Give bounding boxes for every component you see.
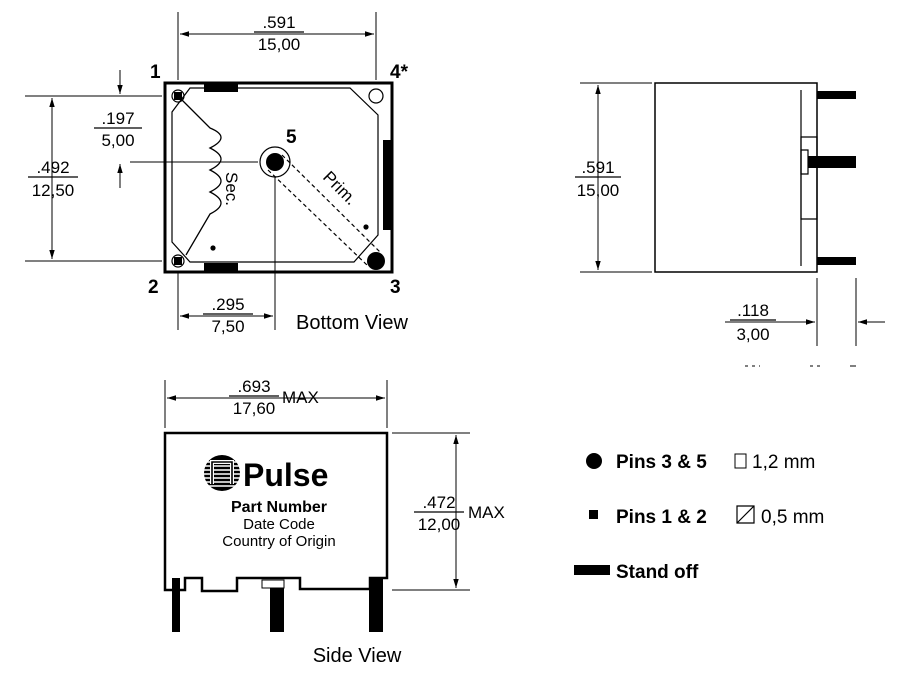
pin-1-label: 1 xyxy=(150,62,161,83)
primary-trace-a xyxy=(282,155,380,252)
side-width-max-label: MAX xyxy=(282,388,319,407)
end-view xyxy=(575,83,885,366)
legend-small-pins-size: 0,5 mm xyxy=(761,507,824,528)
small-pin-icon xyxy=(589,510,598,519)
legend-large-pins: Pins 3 & 5 xyxy=(616,452,707,473)
legend-standoff: Stand off xyxy=(616,562,699,583)
bottom-view-body xyxy=(165,83,392,272)
pin-2-outline xyxy=(172,255,184,267)
side-pin-left xyxy=(172,578,180,632)
primary-trace-b xyxy=(268,170,368,266)
pulse-logo-icon xyxy=(204,455,240,491)
primary-dot xyxy=(363,224,369,230)
part-number-text: Part Number xyxy=(231,499,327,516)
standoff-top xyxy=(204,83,238,92)
width-inch-label: .591 xyxy=(262,13,295,32)
end-view-body xyxy=(655,83,817,272)
secondary-dot xyxy=(210,245,216,251)
pin-5-label: 5 xyxy=(286,127,297,148)
pin-1-outline xyxy=(172,90,184,102)
legend-small-pins: Pins 1 & 2 xyxy=(616,507,707,528)
standoff-right xyxy=(383,140,392,230)
side-width-inch-label: .693 xyxy=(237,377,270,396)
end-pin-middle xyxy=(808,156,856,168)
brand-name: Pulse xyxy=(243,457,328,493)
pin-3-label: 3 xyxy=(390,277,401,298)
pin-2-label: 2 xyxy=(148,277,159,298)
side-view-title: Side View xyxy=(313,645,402,667)
inner-outline xyxy=(172,88,378,262)
offset-inch-label: .197 xyxy=(101,109,134,128)
side-width-mm-label: 17,60 xyxy=(233,399,276,418)
pin-5-dot xyxy=(266,153,284,171)
side-height-mm-label: 12,00 xyxy=(418,515,461,534)
side-view-body xyxy=(165,433,387,591)
pin-4-outline xyxy=(369,89,383,103)
width-mm-label: 15,00 xyxy=(258,35,301,54)
standoff-bottom xyxy=(204,263,238,272)
secondary-label: Sec. xyxy=(222,172,241,206)
bottom-view xyxy=(25,12,392,330)
side-pin-middle xyxy=(270,588,284,632)
bottom-view-title: Bottom View xyxy=(296,312,408,334)
end-pin-top xyxy=(817,91,856,99)
pin5x-inch-label: .295 xyxy=(211,295,244,314)
pin-1-square xyxy=(174,92,182,100)
pin-4-label: 4* xyxy=(390,62,409,83)
side-view xyxy=(165,380,470,632)
end-height-inch-label: .591 xyxy=(581,158,614,177)
height-inch-label: .492 xyxy=(36,158,69,177)
end-height-mm-label: 15,00 xyxy=(577,181,620,200)
end-pin-bottom xyxy=(817,257,856,265)
pin-length-inch-label: .118 xyxy=(737,301,769,320)
pin-3-dot xyxy=(367,252,385,270)
pin-length-mm-label: 3,00 xyxy=(736,325,769,344)
diagonal-square-icon xyxy=(737,506,754,523)
pin-2-square xyxy=(174,257,182,265)
standoff-icon xyxy=(574,565,610,575)
offset-mm-label: 5,00 xyxy=(101,131,134,150)
legend-large-pins-size: 1,2 mm xyxy=(752,452,815,473)
legend: Pins 3 & 5 1,2 mm Pins 1 & 2 0,5 mm Stan… xyxy=(574,452,824,583)
country-of-origin-text: Country of Origin xyxy=(222,533,335,550)
primary-label: Prim. xyxy=(319,167,360,208)
square-symbol-icon xyxy=(735,454,746,468)
side-pin-right xyxy=(369,578,383,632)
date-code-text: Date Code xyxy=(243,516,315,533)
side-height-max-label: MAX xyxy=(468,503,505,522)
height-mm-label: 12,50 xyxy=(32,181,75,200)
large-pin-icon xyxy=(586,453,602,469)
side-height-inch-label: .472 xyxy=(422,493,455,512)
secondary-coil xyxy=(182,100,221,255)
pin5x-mm-label: 7,50 xyxy=(211,317,244,336)
